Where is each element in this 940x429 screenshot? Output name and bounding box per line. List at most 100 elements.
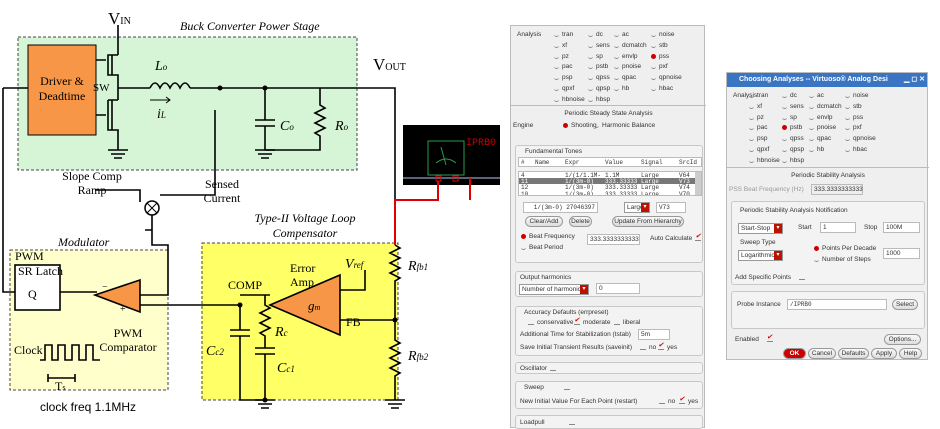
analysis-radio-noise[interactable]: noise — [845, 92, 869, 99]
delete-button[interactable]: Delete — [569, 216, 592, 227]
ppd-field[interactable]: 1000 — [883, 248, 920, 259]
analysis-radio-hbsp[interactable]: hbsp — [782, 157, 804, 164]
auto-calculate-checkbox[interactable]: Auto Calculate — [650, 232, 702, 242]
analysis-radio-pnoise[interactable]: pnoise — [614, 63, 641, 70]
analysis-radio-qpac[interactable]: qpac — [614, 74, 636, 81]
analysis-radio-hbac[interactable]: hbac — [651, 85, 673, 92]
srcid-field[interactable]: V73 — [656, 202, 686, 213]
analysis-radio-dc[interactable]: dc — [588, 31, 603, 38]
analysis-radio-envlp[interactable]: envlp — [809, 114, 833, 121]
analysis-radio-pxf[interactable]: pxf — [651, 63, 668, 70]
analysis-radio-pss[interactable]: pss — [651, 53, 669, 60]
analysis-radio-pstb[interactable]: pstb — [588, 63, 608, 70]
points-per-decade-radio[interactable]: Points Per Decade — [814, 245, 876, 252]
engine-shooting-radio[interactable]: Shooting — [563, 122, 597, 129]
range-select[interactable]: Start-Stop — [738, 223, 783, 234]
update-from-hierarchy-button[interactable]: Update From Hierarchy — [612, 216, 684, 227]
analysis-radio-pxf[interactable]: pxf — [845, 124, 862, 131]
tstab-field[interactable]: 5m — [638, 329, 670, 340]
apply-button[interactable]: Apply — [871, 348, 897, 359]
analysis-radio-pz[interactable]: pz — [554, 53, 569, 60]
analysis-radio-pz[interactable]: pz — [749, 114, 764, 121]
analysis-radio-dcmatch[interactable]: dcmatch — [809, 103, 842, 110]
tones-scrollbar[interactable] — [695, 172, 701, 195]
analysis-radio-qpss[interactable]: qpss — [588, 74, 610, 81]
window-controls-icon[interactable]: ▁ ◻ ✕ — [904, 76, 925, 83]
analysis-radio-envlp[interactable]: envlp — [614, 53, 638, 60]
analysis-radio-qpxf[interactable]: qpxf — [749, 146, 769, 153]
analysis-radio-dc[interactable]: dc — [782, 92, 797, 99]
analysis-radio-sp[interactable]: sp — [782, 114, 797, 121]
analysis-radio-sens[interactable]: sens — [782, 103, 804, 110]
signal-select[interactable]: Large — [624, 202, 650, 213]
analysis-radio-hb[interactable]: hb — [809, 146, 824, 153]
beat-period-radio[interactable]: Beat Period — [521, 244, 563, 251]
sweep-checkbox[interactable]: Sweep — [524, 384, 571, 391]
beat-value-field[interactable]: 333.3333333333 — [587, 234, 640, 245]
analysis-radio-xf[interactable]: xf — [749, 103, 762, 110]
analysis-radio-psp[interactable]: psp — [749, 135, 767, 142]
analysis-radio-xf[interactable]: xf — [554, 42, 567, 49]
ok-button[interactable]: OK — [783, 348, 806, 359]
select-button[interactable]: Select — [892, 299, 918, 310]
options-button[interactable]: Options... — [884, 334, 921, 345]
analysis-radio-tran[interactable]: tran — [554, 31, 573, 38]
oscillator-checkbox[interactable]: Oscillator — [520, 365, 557, 372]
analysis-radio-qpss[interactable]: qpss — [782, 135, 804, 142]
analysis-radio-stb[interactable]: stb — [845, 103, 862, 110]
analysis-radio-pstb[interactable]: pstb — [782, 124, 802, 131]
analysis-radio-dcmatch[interactable]: dcmatch — [614, 42, 647, 49]
analysis-radio-pac[interactable]: pac — [749, 124, 767, 131]
probe-instance-field[interactable]: /IPRB0 — [787, 299, 887, 310]
analysis-radio-qpnoise[interactable]: qpnoise — [845, 135, 876, 142]
harmonics-field[interactable]: 0 — [596, 283, 640, 294]
harmonics-select[interactable]: Number of harmonics — [519, 284, 589, 295]
engine-hb-radio[interactable]: Harmonic Balance — [594, 122, 655, 129]
sweep-type-select[interactable]: Logarithmic — [738, 250, 783, 261]
analysis-radio-qpnoise[interactable]: qpnoise — [651, 74, 682, 81]
analysis-radio-hbnoise[interactable]: hbnoise — [749, 157, 780, 164]
analysis-radio-noise[interactable]: noise — [651, 31, 675, 38]
analysis-radio-ac[interactable]: ac — [809, 92, 824, 99]
analysis-radio-pss[interactable]: pss — [845, 114, 863, 121]
analysis-radio-ac[interactable]: ac — [614, 31, 629, 38]
saveinit-no[interactable]: no — [640, 344, 656, 351]
analysis-radio-hb[interactable]: hb — [614, 85, 629, 92]
start-field[interactable]: 1 — [820, 222, 856, 233]
help-button[interactable]: Help — [899, 348, 922, 359]
analysis-radio-pac[interactable]: pac — [554, 63, 572, 70]
analysis-radio-sens[interactable]: sens — [588, 42, 610, 49]
analysis-radio-qpac[interactable]: qpac — [809, 135, 831, 142]
beat-frequency-radio[interactable]: Beat Frequency — [521, 233, 575, 240]
saveinit-yes[interactable]: yes — [658, 341, 677, 351]
restart-yes[interactable]: yes — [679, 395, 698, 405]
conservative-checkbox[interactable]: conservative — [528, 319, 574, 326]
analysis-radio-hbsp[interactable]: hbsp — [588, 96, 610, 103]
stop-field[interactable]: 100M — [883, 222, 920, 233]
add-specific-points-checkbox[interactable]: Add Specific Points — [735, 274, 805, 281]
analysis-radio-hbnoise[interactable]: hbnoise — [554, 96, 585, 103]
analysis-radio-tran[interactable]: tran — [749, 92, 768, 99]
restart-no[interactable]: no — [659, 398, 675, 405]
analysis-radio-qpsp[interactable]: qpsp — [782, 146, 804, 153]
number-of-steps-radio[interactable]: Number of Steps — [814, 256, 871, 263]
clear-add-button[interactable]: Clear/Add — [525, 216, 563, 227]
analysis-radio-qpsp[interactable]: qpsp — [588, 85, 610, 92]
analysis-radio-hbac[interactable]: hbac — [845, 146, 867, 153]
analysis-radio-qpxf[interactable]: qpxf — [554, 85, 574, 92]
loadpull-checkbox[interactable]: Loadpull — [520, 419, 575, 426]
moderate-checkbox[interactable]: moderate — [574, 316, 610, 326]
analysis-radio-psp[interactable]: psp — [554, 74, 572, 81]
analysis-radio-sp[interactable]: sp — [588, 53, 603, 60]
enabled-checkbox[interactable]: Enabled — [735, 333, 773, 343]
cancel-button[interactable]: Cancel — [808, 348, 836, 359]
defaults-button[interactable]: Defaults — [838, 348, 869, 359]
analysis-radio-stb[interactable]: stb — [651, 42, 668, 49]
liberal-checkbox[interactable]: liberal — [614, 319, 640, 326]
analysis-radio-pnoise[interactable]: pnoise — [809, 124, 836, 131]
